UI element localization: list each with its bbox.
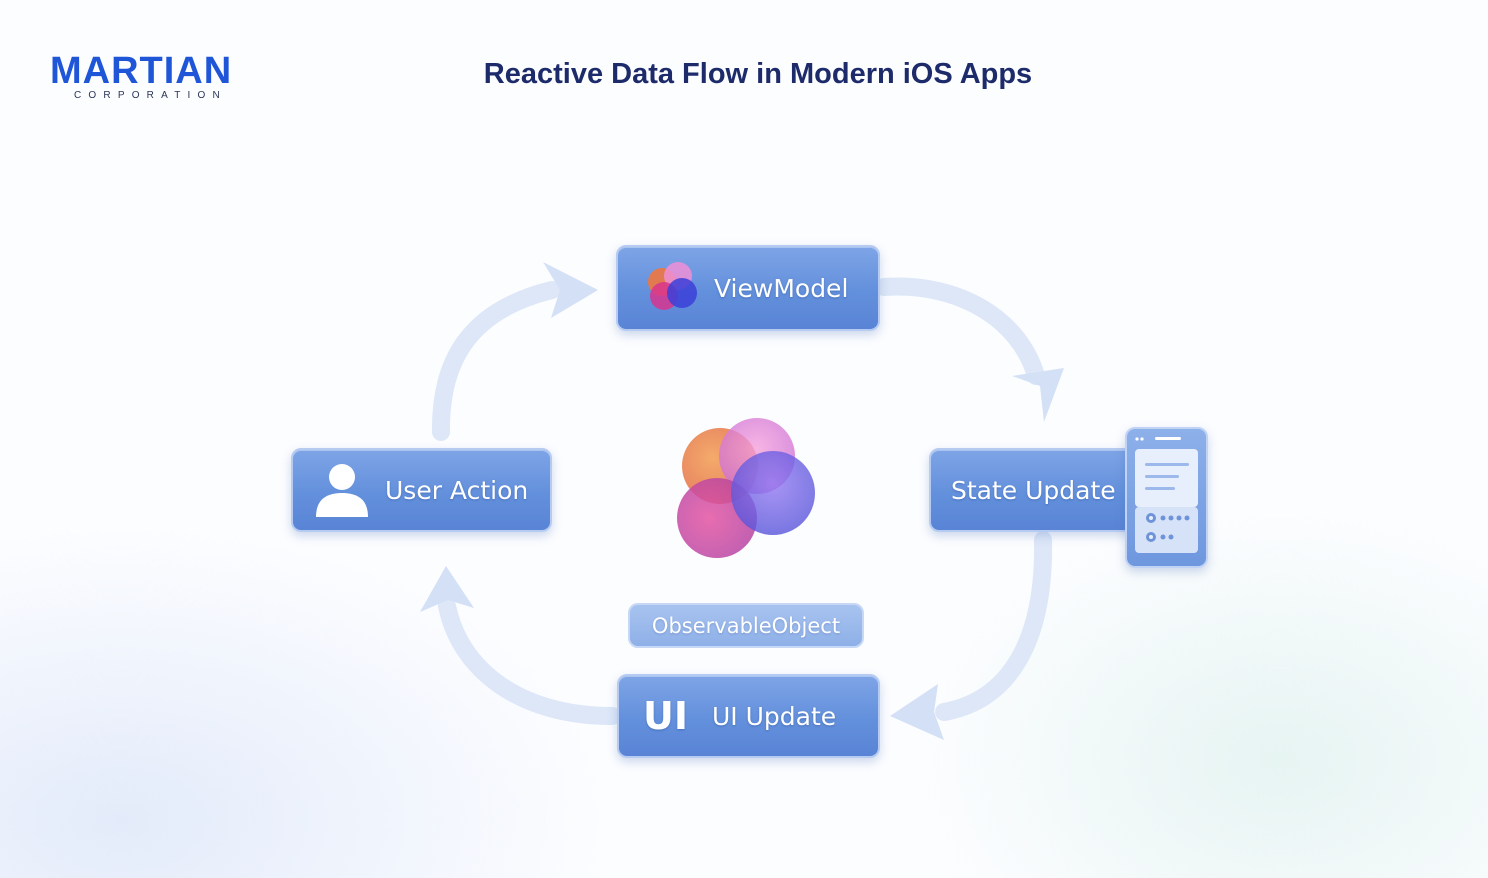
arrowhead-state-to-ui	[890, 684, 944, 740]
martian-logo: MARTIAN CORPORATION	[50, 52, 250, 101]
arrow-viewmodel-to-state	[875, 277, 1045, 385]
phone-screen-content	[1135, 437, 1198, 553]
arrowhead-viewmodel-to-state	[1012, 368, 1064, 422]
observable-object-badge: ObservableObject	[628, 603, 864, 648]
ui-update-node: UI UI Update	[617, 674, 880, 758]
viewmodel-node: ViewModel	[616, 245, 880, 331]
user-icon	[316, 464, 368, 517]
overlapping-circles-icon	[648, 262, 697, 310]
user-action-node: User Action	[291, 448, 552, 532]
state-update-node: State Update	[929, 448, 1149, 532]
logo-subtitle: CORPORATION	[74, 90, 227, 101]
logo-wordmark: MARTIAN	[50, 50, 233, 92]
arrowhead-ui-to-user	[420, 566, 474, 612]
ui-icon: UI	[643, 694, 688, 738]
state-update-label: State Update	[951, 475, 1116, 505]
viewmodel-label: ViewModel	[714, 273, 849, 303]
page-title: Reactive Data Flow in Modern iOS Apps	[483, 58, 1033, 90]
ui-update-label: UI Update	[712, 701, 837, 731]
arrow-user-to-viewmodel	[431, 281, 561, 441]
phone-screen-icon	[1125, 427, 1208, 568]
user-action-label: User Action	[385, 475, 529, 505]
arrow-ui-to-user	[438, 597, 621, 725]
arrow-state-to-ui	[935, 531, 1053, 721]
arrowhead-user-to-viewmodel	[543, 262, 598, 318]
